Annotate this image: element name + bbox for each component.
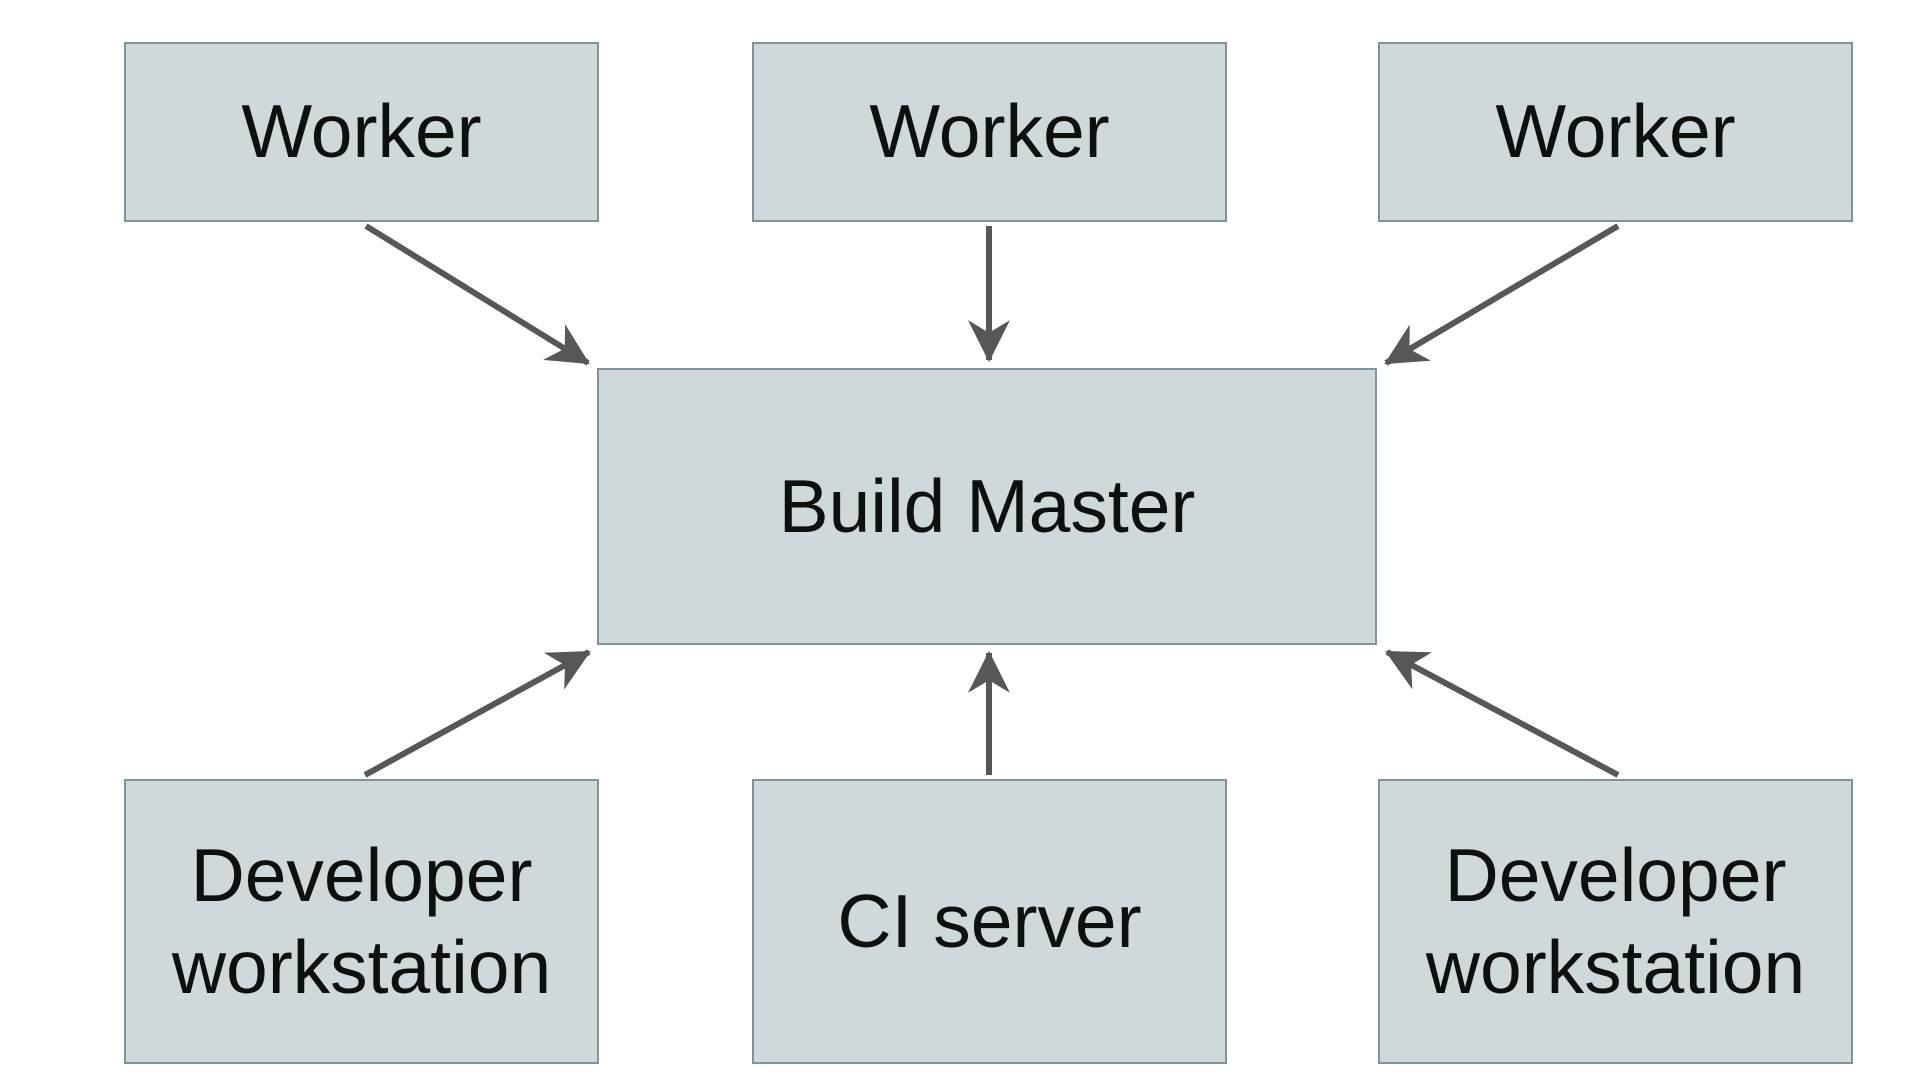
node-build-master-label: Build Master (778, 463, 1196, 548)
node-developer-workstation-2: Developer workstation (1378, 779, 1853, 1064)
node-worker-1: Worker (124, 42, 599, 222)
arrow-worker-3-to-build-master (1384, 223, 1620, 366)
node-ci-server: CI server (752, 779, 1227, 1064)
node-build-master: Build Master (597, 368, 1377, 645)
node-worker-2: Worker (752, 42, 1227, 222)
node-developer-workstation-2-label: Developer workstation (1425, 833, 1806, 1009)
node-developer-workstation-1-label: Developer workstation (171, 833, 552, 1009)
node-worker-3: Worker (1378, 42, 1853, 222)
arrow-worker-1-to-build-master (364, 223, 590, 366)
node-worker-1-label: Worker (241, 89, 482, 174)
node-ci-server-label: CI server (837, 878, 1142, 963)
node-worker-2-label: Worker (869, 89, 1110, 174)
node-worker-3-label: Worker (1495, 89, 1736, 174)
arrow-developer-workstation-2-to-build-master (1385, 649, 1620, 778)
arrow-developer-workstation-1-to-build-master (363, 649, 591, 778)
node-developer-workstation-1: Developer workstation (124, 779, 599, 1064)
